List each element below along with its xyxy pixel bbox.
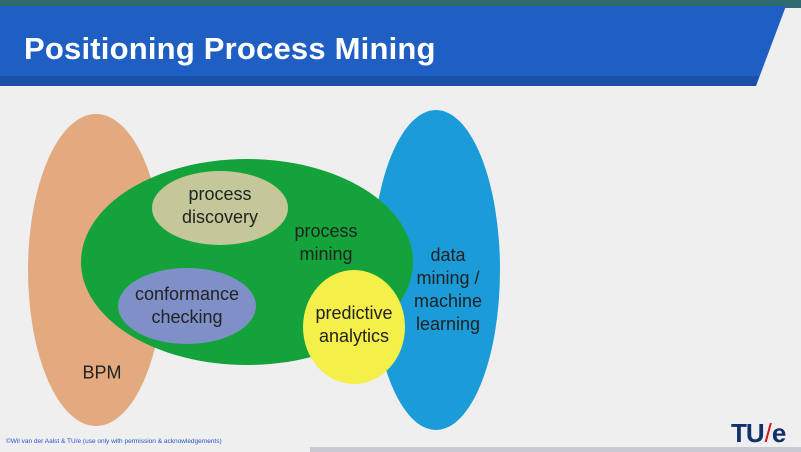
- bpm-label: BPM: [82, 362, 121, 385]
- predictive-analytics-ellipse: [303, 270, 405, 384]
- data-mining-label-line: machine: [413, 291, 483, 311]
- process-mining-label-line: mining: [299, 244, 353, 264]
- data-mining-label-line: mining /: [416, 268, 480, 288]
- logo-text-tu: TU: [731, 418, 765, 448]
- conformance-checking-ellipse: [118, 268, 256, 344]
- data-mining-label-line: learning: [415, 314, 481, 334]
- bpm-label-line: BPM: [82, 362, 122, 383]
- title-bar-shadow: [0, 76, 759, 86]
- process-mining-label: process mining: [294, 220, 357, 266]
- process-discovery-label-line: discovery: [181, 207, 259, 227]
- process-discovery-label-line: process: [188, 184, 252, 204]
- predictive-analytics-label: predictive analytics: [315, 302, 392, 348]
- tue-logo: TU/e: [731, 418, 787, 449]
- conformance-checking-label-line: checking: [151, 307, 223, 327]
- title-bar-shape: [0, 6, 786, 86]
- predictive-analytics-label-line: predictive: [315, 303, 393, 323]
- conformance-checking-label-line: conformance: [134, 284, 240, 304]
- bottom-strip: [310, 447, 801, 452]
- top-accent-strip: [0, 0, 801, 8]
- conformance-checking-label: conformance checking: [135, 283, 239, 329]
- title-bar: Positioning Process Mining: [0, 6, 801, 86]
- data-mining-label-line: data: [430, 245, 466, 265]
- slide-title: Positioning Process Mining: [24, 31, 436, 66]
- logo-text-e: e: [771, 418, 787, 448]
- process-discovery-label: process discovery: [182, 183, 258, 229]
- data-mining-ellipse: [372, 110, 500, 430]
- copyright-footer: ©Wil van der Aalst & TU/e (use only with…: [6, 438, 222, 445]
- data-mining-label: data mining / machine learning: [414, 244, 482, 336]
- process-mining-label-line: process: [294, 221, 358, 241]
- logo-slash: /: [764, 418, 772, 448]
- process-discovery-ellipse: [152, 171, 288, 245]
- predictive-analytics-label-line: analytics: [318, 326, 390, 346]
- title-bar-background: [0, 6, 786, 86]
